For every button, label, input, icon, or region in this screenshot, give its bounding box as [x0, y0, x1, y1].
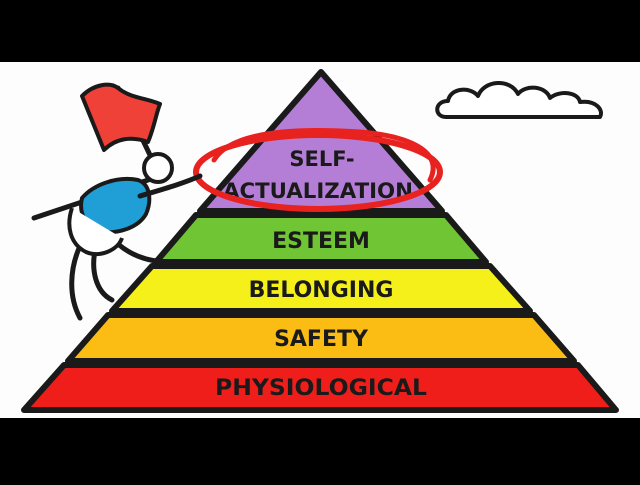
climber-head: [142, 152, 174, 184]
arm: [137, 173, 203, 199]
tier-label-safety: SAFETY: [274, 327, 369, 352]
tier-labels: SELF- ACTUALIZATION ESTEEM BELONGING SAF…: [215, 147, 427, 401]
climber-figure: [31, 82, 203, 321]
tier-label-belonging: BELONGING: [249, 278, 394, 303]
leg-left: [69, 243, 83, 321]
highlight-circle: [193, 127, 443, 212]
tier-label-physiological: PHYSIOLOGICAL: [215, 376, 427, 401]
pyramid: [21, 69, 619, 413]
climber-hips: [67, 207, 124, 257]
tier-esteem: [153, 212, 489, 265]
tier-label-self: SELF-: [289, 147, 354, 171]
tier-safety: [65, 312, 577, 364]
tier-label-esteem: ESTEEM: [272, 229, 370, 254]
tier-label-actualization: ACTUALIZATION: [223, 179, 413, 203]
flag-icon: [80, 82, 162, 152]
leg-step: [115, 241, 173, 265]
tier-belonging: [109, 263, 533, 314]
cloud-icon: [435, 81, 603, 119]
tier-physiological: [21, 362, 619, 413]
